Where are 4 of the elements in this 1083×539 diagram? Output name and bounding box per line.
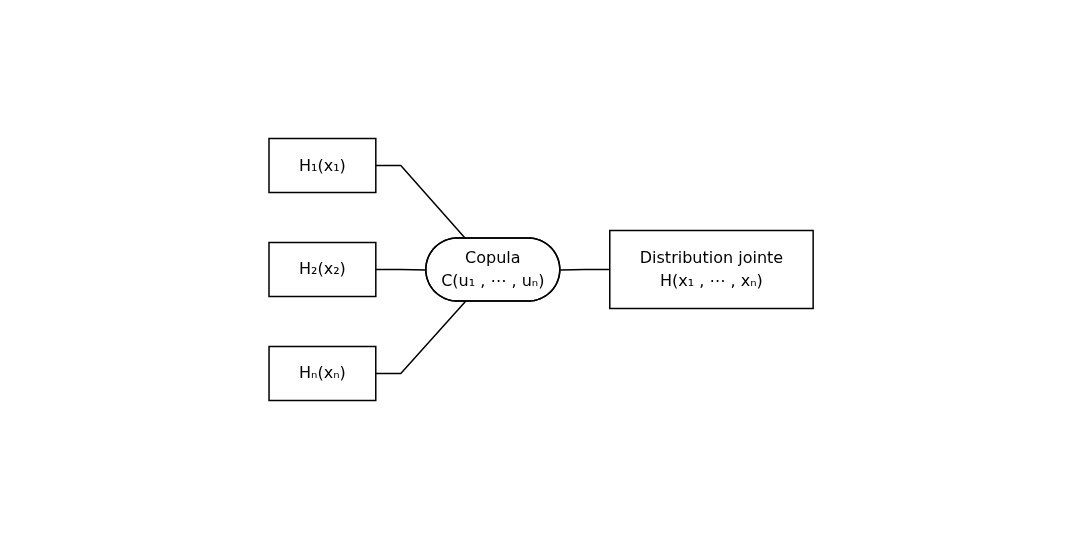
node-box: H₁(x₁) — [268, 137, 377, 194]
node-box: Hₙ(xₙ) — [268, 345, 377, 402]
node-box: H₂(x₂) — [268, 241, 377, 298]
node-box: Distribution jointe H(x₁ , ⋯ , xₙ) — [609, 229, 815, 310]
